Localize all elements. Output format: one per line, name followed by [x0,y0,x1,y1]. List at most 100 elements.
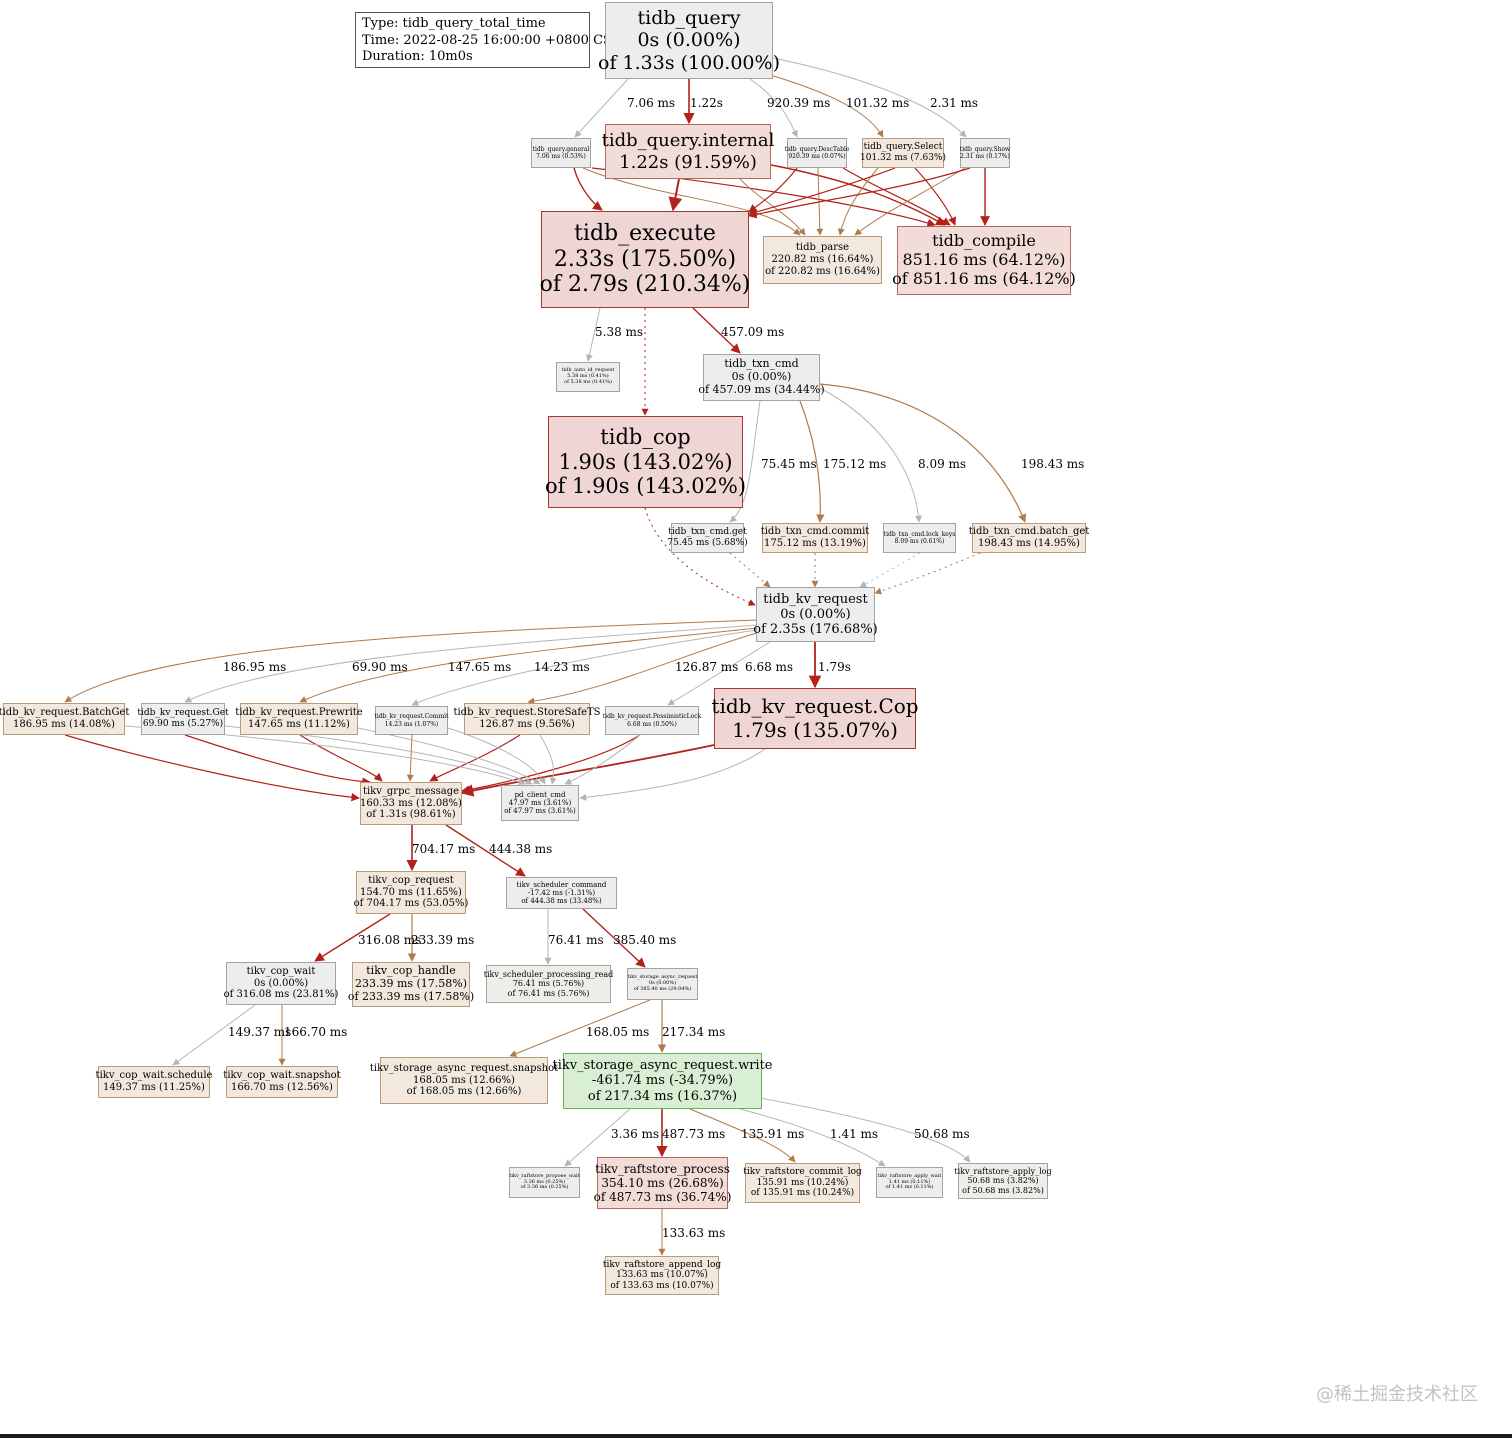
node-line: tikv_grpc_message [362,785,460,797]
edge-label-wait-schedule: 149.37 ms [228,1025,292,1039]
node-line: tikv_raftstore_apply_log [954,1166,1052,1176]
node-line: tidb_kv_request.BatchGet [0,707,130,719]
node-line: of 1.41 ms (0.11%) [885,1184,934,1191]
edge-arrow [564,1108,631,1167]
edge-label-write-propose: 3.36 ms [611,1127,660,1141]
node-line: 0s (0.00%) [637,29,741,52]
node-tikv-scheduler-command[interactable]: tikv_scheduler_command-17.42 ms (-1.31%)… [506,877,617,909]
node-line: tikv_cop_handle [366,964,456,978]
node-line: tikv_cop_wait [246,965,316,977]
node-line: tidb_execute [574,220,716,246]
edge-arrow [172,1004,256,1066]
node-line: 75.45 ms (5.68%) [667,538,748,548]
node-line: tikv_raftstore_propose_wait [509,1172,580,1179]
node-line: tidb_cop [600,424,691,449]
node-line: tikv_cop_request [368,874,454,886]
edge-label-write-process: 487.73 ms [662,1127,726,1141]
node-line: of 457.09 ms (34.44%) [698,382,825,396]
node-line: tikv_cop_wait.snapshot [223,1070,341,1082]
node-line: 0s (0.00%) [648,980,677,987]
edge-label-q-internal: 1.22s [690,96,723,110]
edge-label-kv-cop: 1.79s [818,660,851,674]
node-line: 6.68 ms (0.50%) [627,720,677,728]
node-tikv-storage-async-request-write[interactable]: tikv_storage_async_request.write-461.74 … [553,1053,772,1109]
node-line: 1.22s (91.59%) [619,151,757,173]
node-line: tidb_query.DescTable [784,145,850,153]
edge-arrow [692,307,741,354]
node-line: 0s (0.00%) [731,370,792,384]
edge-arrow [644,507,756,606]
node-line: of 133.63 ms (10.07%) [610,1280,714,1291]
node-line: tidb_parse [795,242,850,254]
edge-label-write-applywait: 1.41 ms [830,1127,879,1141]
node-line: tidb_txn_cmd.get [668,527,747,538]
edge-arrow [729,552,771,588]
edge-arrow [64,734,360,802]
node-line: 920.39 ms (0.07%) [788,153,846,160]
edge-arrow [411,629,758,706]
edge-label-write-applylog: 50.68 ms [914,1127,970,1141]
edge-arrow [854,167,966,236]
edge-arrow [64,619,758,703]
node-line: tikv_storage_async_request [627,974,698,981]
edge-arrow [461,734,641,794]
node-line: tikv_raftstore_commit_log [743,1167,862,1178]
node-line: 101.32 ms (7.63%) [860,153,946,163]
edge-arrow [759,1097,971,1163]
edge-label-process-append: 133.63 ms [662,1226,726,1240]
node-line: of 233.39 ms (17.58%) [347,989,475,1003]
edge-arrow [667,641,771,706]
node-line: -461.74 ms (-34.79%) [591,1073,734,1089]
edge-label-exec-txn: 457.09 ms [721,325,785,339]
node-line: of 2.79s (210.34%) [539,272,751,298]
edge-arrow [579,748,766,801]
edge-arrow [819,387,923,523]
edge-arrow [759,71,884,138]
edge-label-sched-async: 385.40 ms [613,933,677,947]
edge-arrow [299,627,758,703]
node-line: tidb_kv_request.Get [137,708,229,719]
watermark: @稀土掘金技术社区 [1316,1384,1478,1405]
node-line: tidb_compile [932,231,1036,251]
